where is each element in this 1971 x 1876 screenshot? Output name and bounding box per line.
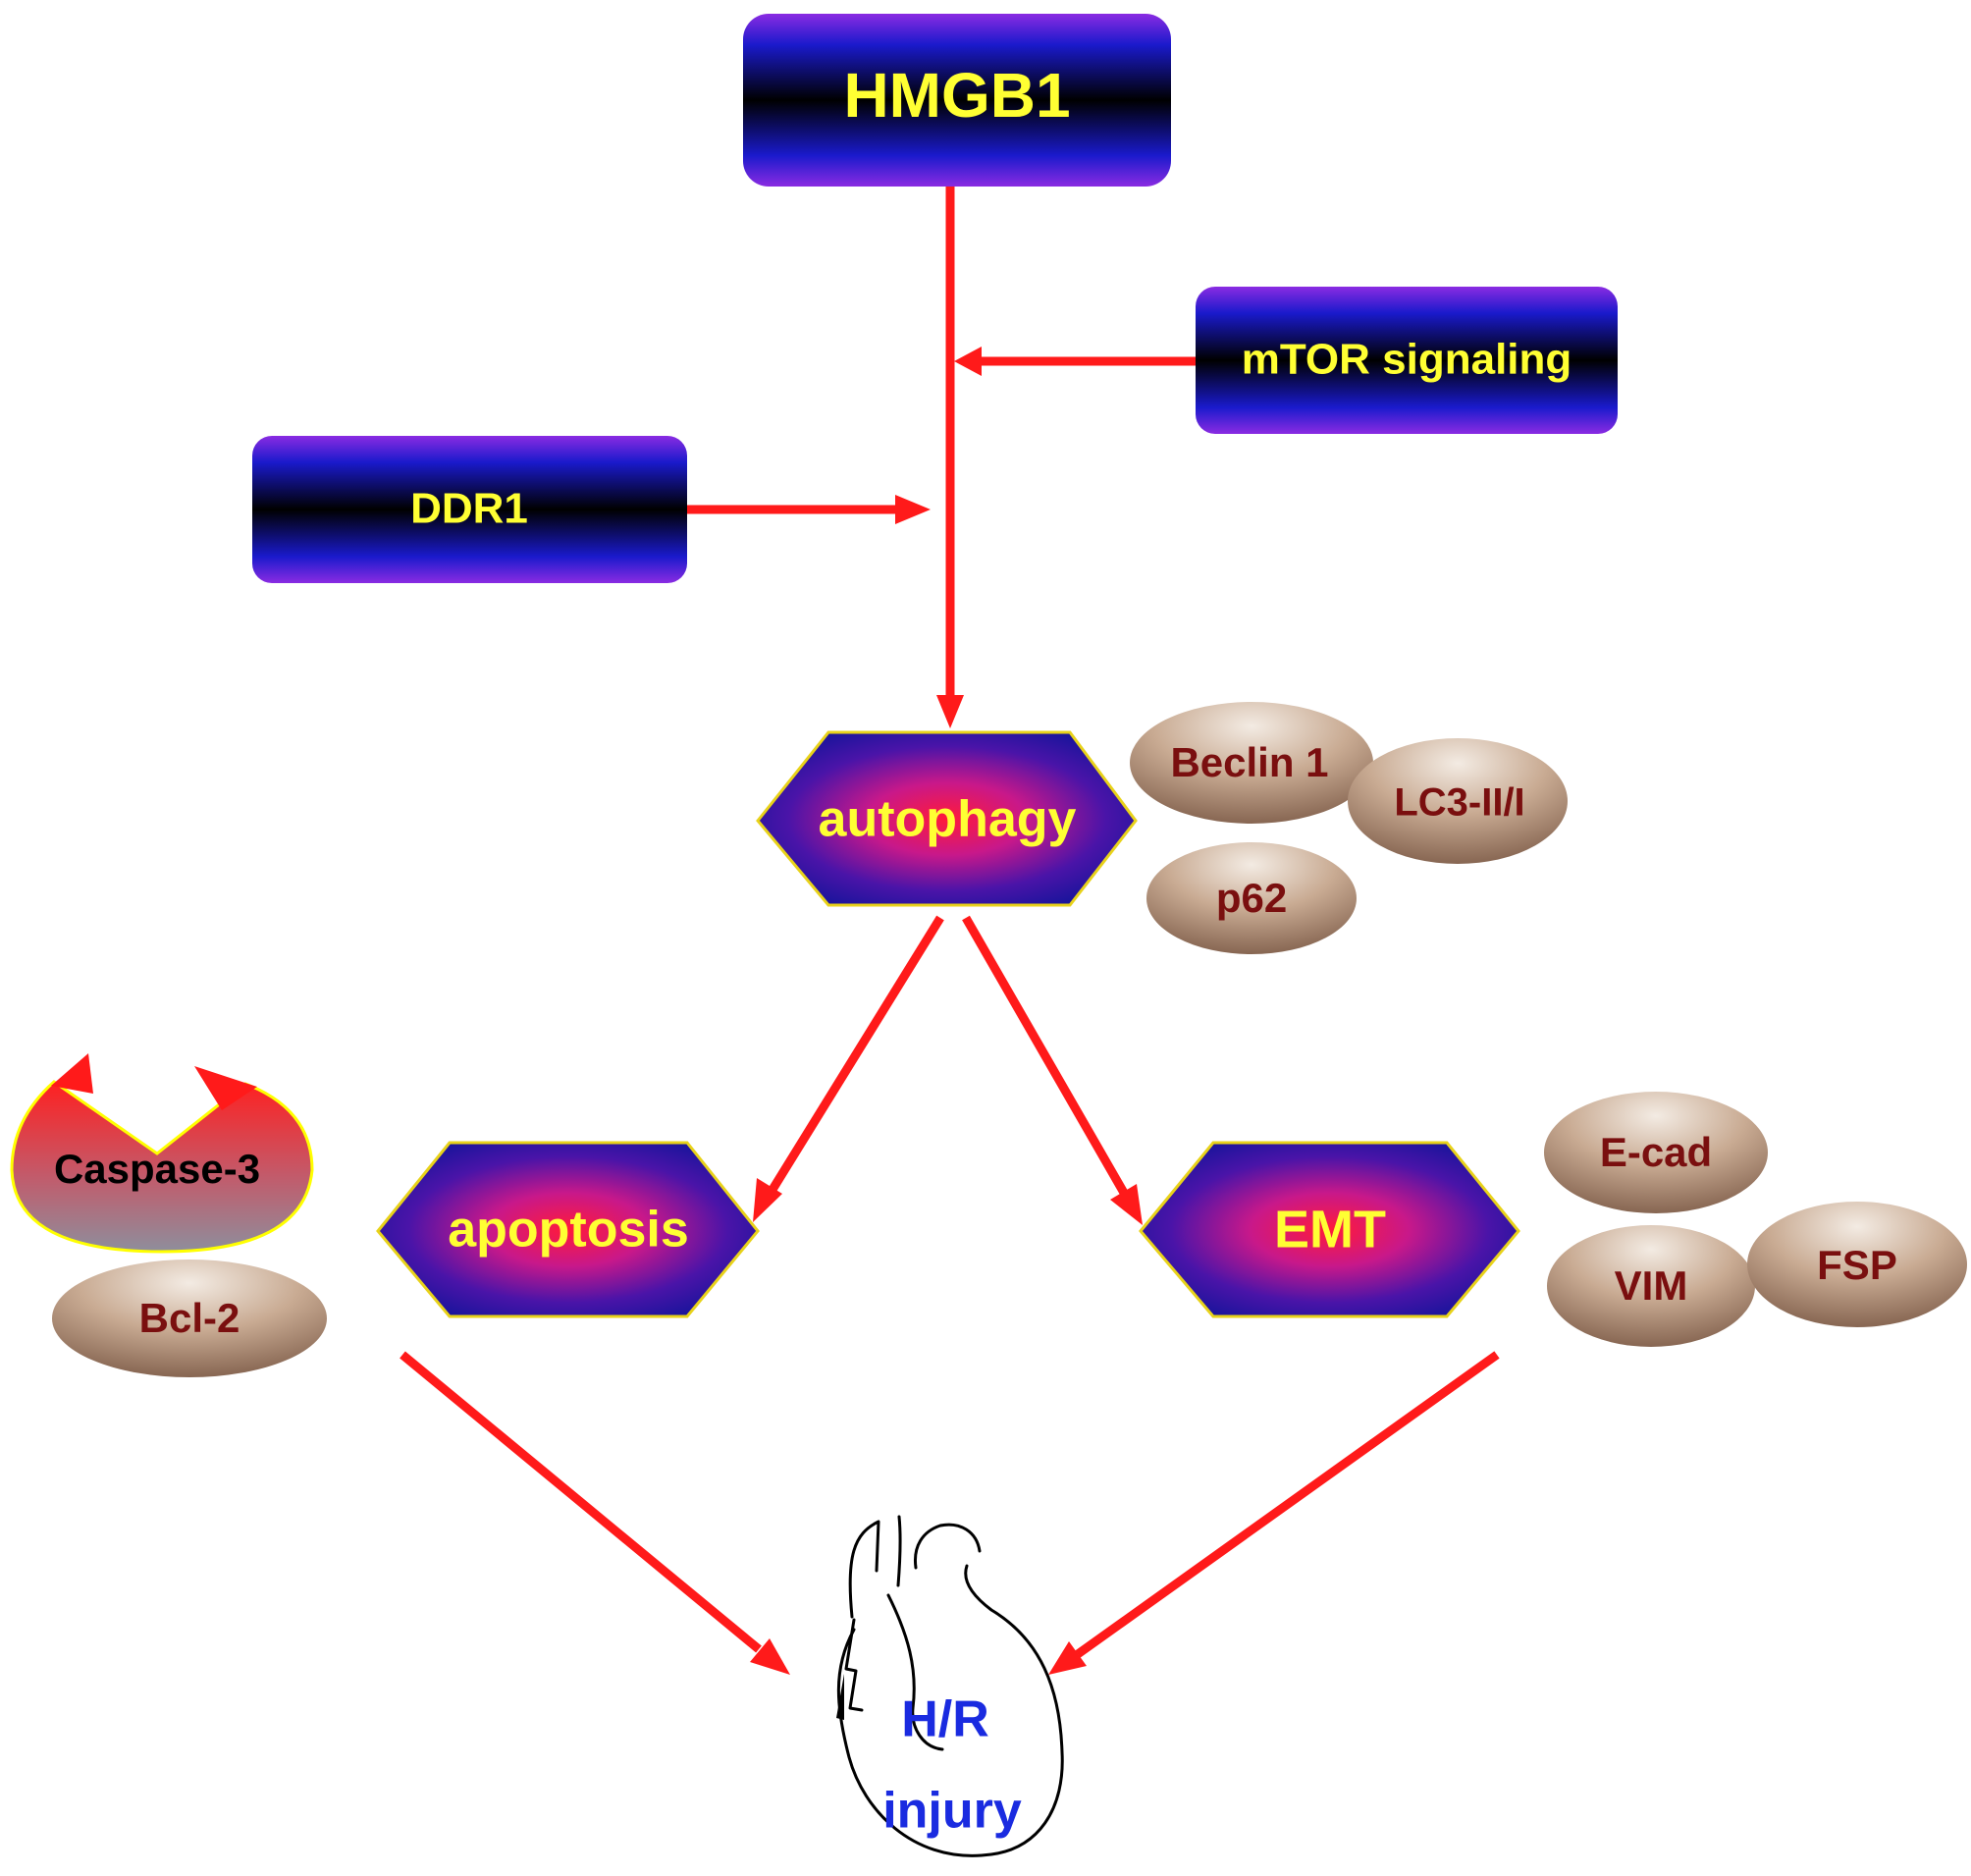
arrow-emt-to-injury <box>1075 1351 1500 1658</box>
bcl2-label: Bcl-2 <box>139 1295 240 1341</box>
vim-label: VIM <box>1615 1262 1688 1309</box>
arrow-head-injury-left <box>750 1638 790 1675</box>
arrows <box>400 187 1500 1675</box>
beclin-oval <box>1130 702 1373 824</box>
vim-oval <box>1547 1225 1755 1347</box>
apoptosis-node: apoptosis <box>376 1141 760 1318</box>
arrow-head-autophagy <box>936 695 964 728</box>
caspase-right-spike-icon <box>194 1066 257 1110</box>
bcl2-oval <box>52 1260 327 1377</box>
caspase-left-spike-icon <box>51 1053 93 1094</box>
hmgb1-node: HMGB1 <box>743 14 1171 187</box>
arrow-head-injury-right <box>1048 1641 1087 1675</box>
apoptosis-hexagon <box>376 1141 760 1318</box>
injury-label-line2: injury <box>882 1783 1022 1840</box>
beclin-label: Beclin 1 <box>1170 739 1328 785</box>
autophagy-node: autophagy <box>756 730 1138 907</box>
ddr1-box <box>252 436 687 583</box>
emt-label: EMT <box>1274 1200 1386 1259</box>
p62-oval <box>1146 842 1357 954</box>
ddr1-node: DDR1 <box>252 436 687 583</box>
mtor-box <box>1196 287 1618 434</box>
arrow-head-mtor <box>954 347 982 376</box>
ddr1-label: DDR1 <box>410 485 528 533</box>
hmgb1-label: HMGB1 <box>843 60 1070 131</box>
heart-icon <box>836 1515 1064 1857</box>
lc3-oval <box>1348 738 1568 864</box>
arrow-apoptosis-to-injury <box>400 1351 762 1653</box>
fsp-oval <box>1747 1202 1967 1327</box>
emt-markers: E-cad VIM FSP <box>1544 1092 1967 1347</box>
apoptosis-markers: Caspase-3 Bcl-2 <box>10 1053 327 1377</box>
arrow-autophagy-to-emt <box>962 915 1128 1196</box>
caspase-label: Caspase-3 <box>54 1146 260 1192</box>
emt-node: EMT <box>1139 1141 1520 1318</box>
injury-label-line1: H/R <box>901 1691 989 1748</box>
autophagy-markers: Beclin 1 LC3-II/I p62 <box>1130 702 1568 954</box>
autophagy-label: autophagy <box>819 791 1077 848</box>
arrow-autophagy-to-apoptosis <box>767 915 944 1196</box>
mtor-label: mTOR signaling <box>1242 336 1572 384</box>
lc3-label: LC3-II/I <box>1394 781 1524 825</box>
emt-hexagon <box>1139 1141 1520 1318</box>
hmgb1-box <box>743 14 1171 187</box>
arrow-head-apoptosis <box>753 1178 782 1222</box>
autophagy-hexagon <box>756 730 1138 907</box>
p62-label: p62 <box>1216 875 1287 921</box>
caspase-shape <box>10 1080 314 1254</box>
mtor-node: mTOR signaling <box>1196 287 1618 434</box>
ecad-oval <box>1544 1092 1768 1213</box>
fsp-label: FSP <box>1817 1242 1897 1288</box>
apoptosis-label: apoptosis <box>448 1202 689 1259</box>
arrow-head-ddr1 <box>895 495 931 524</box>
arrow-head-emt <box>1110 1184 1143 1225</box>
ecad-label: E-cad <box>1600 1129 1712 1175</box>
